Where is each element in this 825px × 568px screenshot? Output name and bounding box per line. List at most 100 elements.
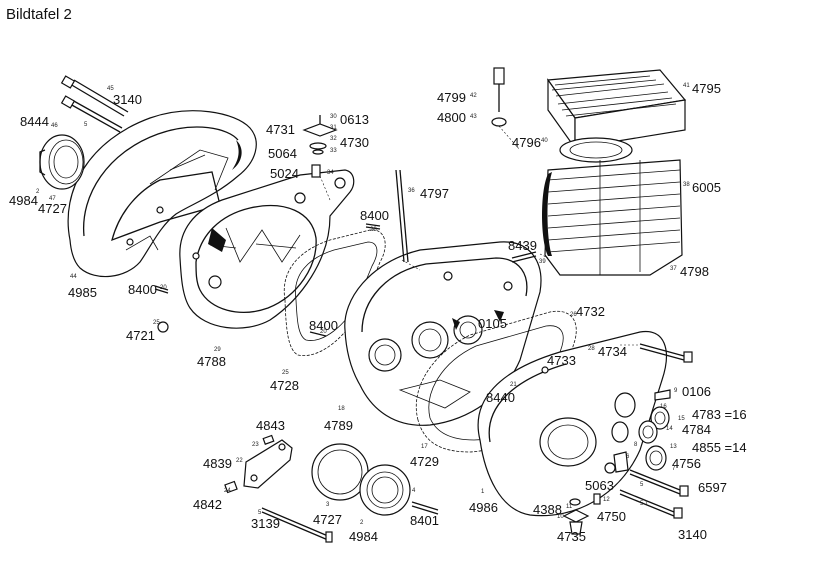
long-stud bbox=[395, 169, 409, 263]
spacer-rings bbox=[638, 406, 670, 471]
part-label-p8400a: 8400 bbox=[128, 282, 157, 297]
ref-number-r20c: 20 bbox=[370, 227, 377, 233]
part-label-p4784: 4784 bbox=[682, 422, 711, 437]
part-label-p8440: 8440 bbox=[486, 390, 515, 405]
part-label-p4796: 4796 bbox=[512, 135, 541, 150]
part-label-p4985: 4985 bbox=[68, 285, 97, 300]
ref-number-r5c: 5 bbox=[258, 510, 262, 516]
ref-number-r22: 22 bbox=[236, 458, 243, 464]
ref-number-r41: 41 bbox=[683, 83, 690, 89]
ref-number-r10: 10 bbox=[557, 514, 564, 520]
ref-number-r21: 21 bbox=[510, 382, 517, 388]
ref-number-r29: 29 bbox=[214, 347, 221, 353]
ref-number-r36: 36 bbox=[408, 188, 415, 194]
part-label-p3140a: 3140 bbox=[113, 92, 142, 107]
ref-number-r4: 4 bbox=[412, 488, 416, 494]
ref-number-r37: 37 bbox=[670, 266, 677, 272]
ref-number-r28: 28 bbox=[588, 346, 595, 352]
lower-small-parts bbox=[562, 451, 629, 535]
part-label-p4843: 4843 bbox=[256, 418, 285, 433]
bolts-upper-left bbox=[60, 75, 129, 133]
part-label-p4984b: 4984 bbox=[349, 529, 378, 544]
ref-number-r16: 16 bbox=[660, 404, 667, 410]
ref-number-r6: 6 bbox=[626, 454, 630, 460]
bracket-lower-left bbox=[224, 434, 333, 543]
bolts-right bbox=[619, 343, 693, 519]
ref-number-r20b: 20 bbox=[320, 329, 327, 335]
part-label-p4732: 4732 bbox=[576, 304, 605, 319]
part-label-p6597: 6597 bbox=[698, 480, 727, 495]
ref-number-r33: 33 bbox=[330, 148, 337, 154]
air-filter-left bbox=[39, 134, 85, 190]
part-label-p4731: 4731 bbox=[266, 122, 295, 137]
ref-number-r42: 42 bbox=[470, 93, 477, 99]
part-label-p4730: 4730 bbox=[340, 135, 369, 150]
part-label-p4795: 4795 bbox=[692, 81, 721, 96]
part-label-p8444: 8444 bbox=[20, 114, 49, 129]
ref-number-r24: 24 bbox=[224, 488, 231, 494]
crankcase-center bbox=[344, 241, 542, 426]
part-label-p4388: 4388 bbox=[533, 502, 562, 517]
ref-number-r38: 38 bbox=[683, 182, 690, 188]
ref-number-r9: 9 bbox=[674, 388, 678, 394]
part-label-p4733: 4733 bbox=[547, 353, 576, 368]
part-label-p4789: 4789 bbox=[324, 418, 353, 433]
diagram-title: Bildtafel 2 bbox=[6, 6, 72, 23]
part-label-p4797: 4797 bbox=[420, 186, 449, 201]
air-filter-bottom bbox=[311, 443, 439, 516]
part-label-p8400b: 8400 bbox=[309, 318, 338, 333]
part-label-p4855: 4855 =14 bbox=[692, 440, 747, 455]
ref-number-r39: 39 bbox=[539, 259, 546, 265]
ref-number-r30: 30 bbox=[330, 114, 337, 120]
part-label-p4729: 4729 bbox=[410, 454, 439, 469]
part-label-p8439: 8439 bbox=[508, 238, 537, 253]
ref-number-r11: 11 bbox=[566, 504, 573, 510]
part-label-p4800: 4800 bbox=[437, 110, 466, 125]
part-label-p5024: 5024 bbox=[270, 166, 299, 181]
part-label-p4735: 4735 bbox=[557, 529, 586, 544]
ref-number-r44: 44 bbox=[70, 274, 77, 280]
ref-number-r31: 31 bbox=[330, 125, 337, 131]
part-label-p4842: 4842 bbox=[193, 497, 222, 512]
ref-number-r2b: 2 bbox=[360, 520, 364, 526]
stud-8439 bbox=[511, 251, 537, 263]
part-label-p4788: 4788 bbox=[197, 354, 226, 369]
part-label-p8400c: 8400 bbox=[360, 208, 389, 223]
ref-number-r25a: 25 bbox=[153, 320, 160, 326]
ref-number-r32: 32 bbox=[330, 136, 337, 142]
small-screws bbox=[154, 223, 381, 337]
ref-number-r1: 1 bbox=[481, 489, 485, 495]
valve-small-parts bbox=[302, 115, 338, 178]
ref-number-r23: 23 bbox=[252, 442, 259, 448]
part-label-p4721: 4721 bbox=[126, 328, 155, 343]
ref-number-r5b: 5 bbox=[640, 482, 644, 488]
ref-number-r7: 7 bbox=[672, 466, 676, 472]
part-label-p3140b: 3140 bbox=[678, 527, 707, 542]
part-label-p4727a: 4727 bbox=[38, 201, 67, 216]
part-label-p5063: 5063 bbox=[585, 478, 614, 493]
ref-number-r13: 13 bbox=[670, 444, 677, 450]
ref-number-r47: 47 bbox=[49, 196, 56, 202]
part-label-p4783: 4783 =16 bbox=[692, 407, 747, 422]
gasket-left bbox=[283, 229, 386, 357]
ref-number-r3: 3 bbox=[326, 502, 330, 508]
part-label-p4728: 4728 bbox=[270, 378, 299, 393]
cylinder-barrel bbox=[542, 137, 683, 276]
part-label-p5064: 5064 bbox=[268, 146, 297, 161]
stud-and-washer bbox=[491, 67, 507, 127]
part-label-p4839: 4839 bbox=[203, 456, 232, 471]
part-label-p4986: 4986 bbox=[469, 500, 498, 515]
ref-number-r18: 18 bbox=[338, 406, 345, 412]
part-label-p4756: 4756 bbox=[672, 456, 701, 471]
part-label-p4984a: 4984 bbox=[9, 193, 38, 208]
ref-number-r26: 26 bbox=[570, 312, 577, 318]
part-label-p4799: 4799 bbox=[437, 90, 466, 105]
cylinder-head bbox=[546, 69, 687, 150]
part-label-p6005: 6005 bbox=[692, 180, 721, 195]
part-label-p0105: 0105 bbox=[478, 316, 507, 331]
part-label-p4750: 4750 bbox=[597, 509, 626, 524]
part-label-p4798: 4798 bbox=[680, 264, 709, 279]
ref-number-r5: 5 bbox=[84, 122, 88, 128]
